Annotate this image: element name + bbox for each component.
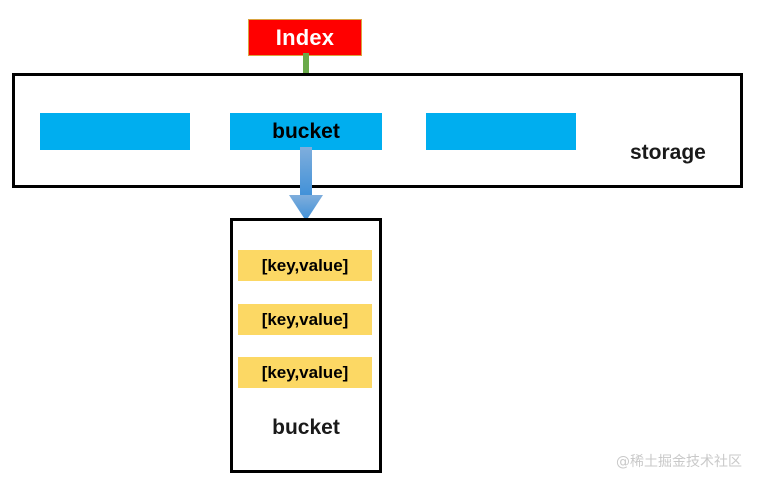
bucket-entry-1[interactable]: [key,value]: [238, 304, 372, 335]
watermark: @稀土掘金技术社区: [616, 454, 742, 470]
storage-slot-2[interactable]: [426, 113, 576, 150]
index-node-label: Index: [275, 24, 335, 50]
bucket-entry-1-label: [key,value]: [261, 310, 349, 329]
bucket-entry-0[interactable]: [key,value]: [238, 250, 372, 281]
storage-slot-bucket[interactable]: bucket: [230, 113, 382, 150]
bucket-detail-label: bucket: [272, 416, 340, 439]
bucket-entry-0-label: [key,value]: [261, 256, 349, 275]
storage-slot-bucket-label: bucket: [272, 120, 340, 143]
index-node: Index: [248, 19, 362, 56]
bucket-entry-2-label: [key,value]: [261, 363, 349, 382]
storage-label: storage: [630, 141, 706, 164]
bucket-entry-2[interactable]: [key,value]: [238, 357, 372, 388]
storage-slot-0[interactable]: [40, 113, 190, 150]
